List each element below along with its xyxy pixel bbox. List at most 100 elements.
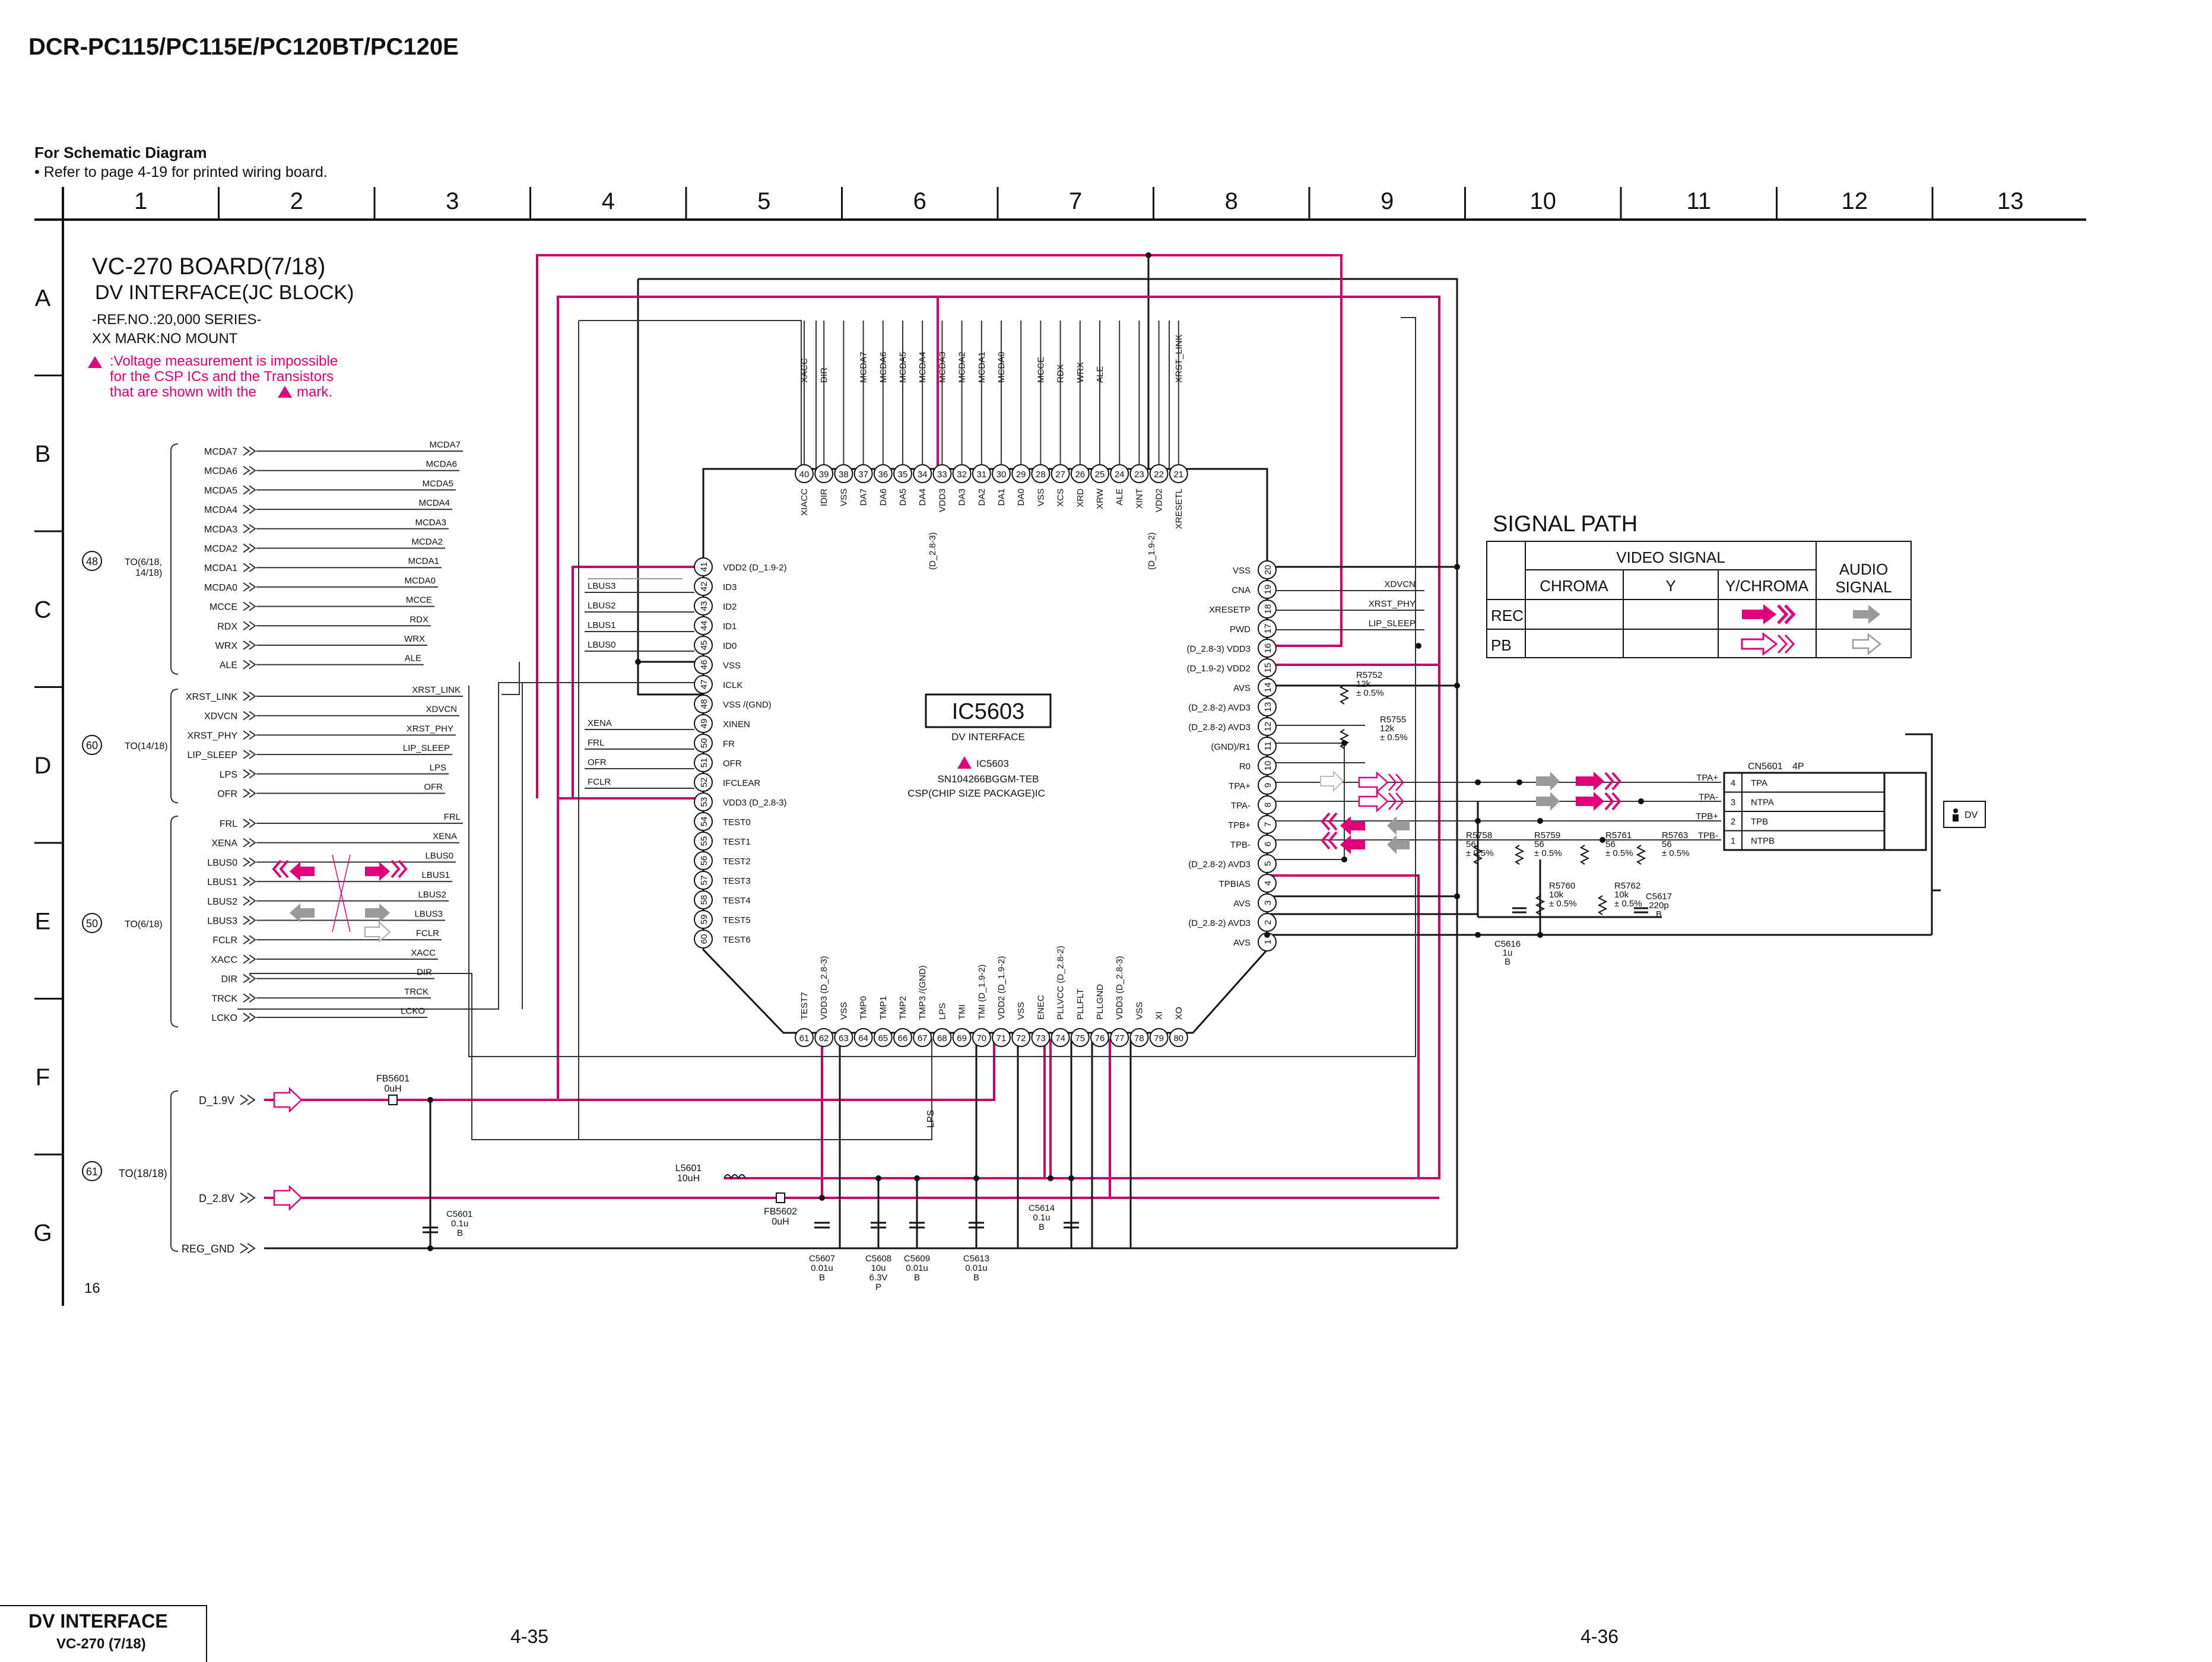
column-label-9: 9 — [1380, 188, 1394, 214]
ic-pin-47: 47 — [699, 680, 709, 690]
cn5601-pin-name-2: TPB — [1751, 817, 1768, 827]
col-y: Y — [1665, 577, 1675, 595]
ic-pin-name-57: TEST3 — [723, 876, 751, 886]
left-page-number: 16 — [84, 1280, 100, 1296]
ic-pin-68: 68 — [937, 1033, 947, 1043]
ic-pin-name-70: TMI (D_1.9-2) — [977, 965, 987, 1020]
connector-arrow-icon — [243, 543, 256, 553]
junction-dot — [1600, 837, 1605, 843]
signal-net-frl: FRL — [444, 812, 461, 822]
cn5601-net-TPB+: TPB+ — [1696, 811, 1718, 822]
r5760-line-2: ± 0.5% — [1549, 899, 1577, 909]
ic-pin-9: 9 — [1263, 783, 1273, 788]
column-label-11: 11 — [1686, 188, 1711, 214]
pin-circle — [972, 1028, 991, 1047]
cn5601-title: CN5601 — [1748, 762, 1783, 772]
ic-pin-38: 38 — [839, 470, 849, 480]
ic-pin-58: 58 — [699, 895, 709, 905]
ic-pin-name-62: VDD3 (D_2.8-3) — [819, 956, 829, 1020]
resistor-icon — [1579, 845, 1590, 865]
column-label-1: 1 — [134, 188, 147, 214]
row-rec: REC — [1491, 607, 1524, 624]
bracket — [170, 1090, 179, 1252]
resistor-icon — [1535, 895, 1545, 915]
cn5601-net-TPA+: TPA+ — [1696, 773, 1718, 783]
audio-flow-arrow-icon — [1536, 792, 1560, 811]
model-title: DCR-PC115/PC115E/PC120BT/PC120E — [28, 34, 459, 60]
r5763-line-2: ± 0.5% — [1662, 848, 1690, 858]
ic-pin-name-60: TEST6 — [723, 935, 751, 945]
ic-package: CSP(CHIP SIZE PACKAGE)IC — [907, 788, 1045, 799]
ic-pin-name-25: XRW — [1095, 488, 1105, 509]
l5601-value: 10uH — [677, 1173, 700, 1184]
c5609-line-0: C5609 — [904, 1254, 930, 1264]
signal-label-trck: TRCK — [211, 994, 237, 1004]
r5761-line-2: ± 0.5% — [1605, 848, 1633, 858]
c5613-line-0: C5613 — [963, 1254, 989, 1264]
ic-net-33: MCDA3 — [937, 351, 947, 383]
pin-circle — [694, 675, 713, 694]
r5762-line-0: R5762 — [1614, 881, 1640, 891]
signal-label-mcda0: MCDA0 — [204, 583, 237, 593]
connector-arrow-icon — [243, 711, 256, 721]
row-pb: PB — [1491, 636, 1512, 654]
signal-label-lbus2: LBUS2 — [207, 897, 237, 907]
r5763-line-1: 56 — [1662, 839, 1672, 849]
ic-pin-40: 40 — [799, 470, 810, 480]
bracket — [170, 689, 179, 804]
cn5601-net-TPB-: TPB- — [1698, 831, 1718, 841]
column-label-12: 12 — [1842, 188, 1868, 214]
ic-pin-16: 16 — [1263, 643, 1273, 654]
rec-audio-arrow-icon — [1853, 605, 1880, 624]
signal-label-wrx: WRX — [215, 641, 238, 651]
lbus-audio-arrow-icon — [365, 903, 390, 922]
connector-60-to: TO(14/18) — [125, 741, 168, 751]
signal-label-xena: XENA — [211, 839, 237, 849]
dv-port-icon — [1943, 801, 1986, 828]
ic-pin-name-47: ICLK — [723, 680, 742, 690]
cn5601-net-TPA-: TPA- — [1699, 792, 1718, 803]
r5755-line-2: ± 0.5% — [1380, 732, 1408, 743]
ic-pin-name-37: DA7 — [859, 489, 869, 506]
ic-pin-name-30: DA1 — [996, 489, 1007, 506]
r5762-line-2: ± 0.5% — [1614, 899, 1642, 909]
pin-circle — [1051, 1028, 1070, 1047]
audio-header-2: SIGNAL — [1835, 578, 1892, 596]
pin-circle — [1258, 678, 1277, 697]
pin-circle — [694, 851, 713, 870]
r5760-line-0: R5760 — [1549, 881, 1575, 891]
r5760-line-1: 10k — [1549, 890, 1564, 900]
c5614-line-2: B — [1039, 1222, 1045, 1232]
junction-dot — [1048, 1175, 1053, 1181]
ic-pin-name-20: VSS — [1233, 566, 1251, 576]
ic-pin-55: 55 — [699, 836, 709, 846]
ic-net-49: XENA — [588, 718, 612, 728]
connector-arrow-icon — [243, 465, 256, 475]
ferrite-bead-icon — [776, 1192, 785, 1203]
pin-circle — [1258, 717, 1277, 736]
ic-pin-80: 80 — [1173, 1033, 1183, 1043]
r5752-line-0: R5752 — [1356, 670, 1382, 680]
junction-dot — [1454, 893, 1460, 899]
ic-net-42: LBUS3 — [588, 581, 616, 591]
signal-label-lbus1: LBUS1 — [207, 877, 237, 887]
row-label-C: C — [34, 597, 52, 623]
ic-pin-19: 19 — [1263, 585, 1273, 595]
pin-circle — [1258, 619, 1277, 638]
ic-net-34: MCDA4 — [918, 351, 928, 383]
ic-pin-6: 6 — [1263, 842, 1273, 846]
connector-arrow-icon — [240, 1243, 256, 1254]
signal-arrow-icon — [273, 1087, 303, 1113]
signal-net-ale: ALE — [405, 654, 421, 664]
cn5601-pin-3: 3 — [1731, 798, 1735, 808]
ic-pin-75: 75 — [1075, 1033, 1085, 1043]
c5609-line-1: 0.01u — [906, 1263, 928, 1273]
connector-arrow-icon — [243, 896, 256, 906]
resistor-icon — [1514, 845, 1525, 865]
ic-pin-76: 76 — [1095, 1033, 1105, 1043]
ic-pin-name-72: VSS — [1016, 1002, 1026, 1020]
ic-pin-name-61: TEST7 — [799, 992, 810, 1020]
